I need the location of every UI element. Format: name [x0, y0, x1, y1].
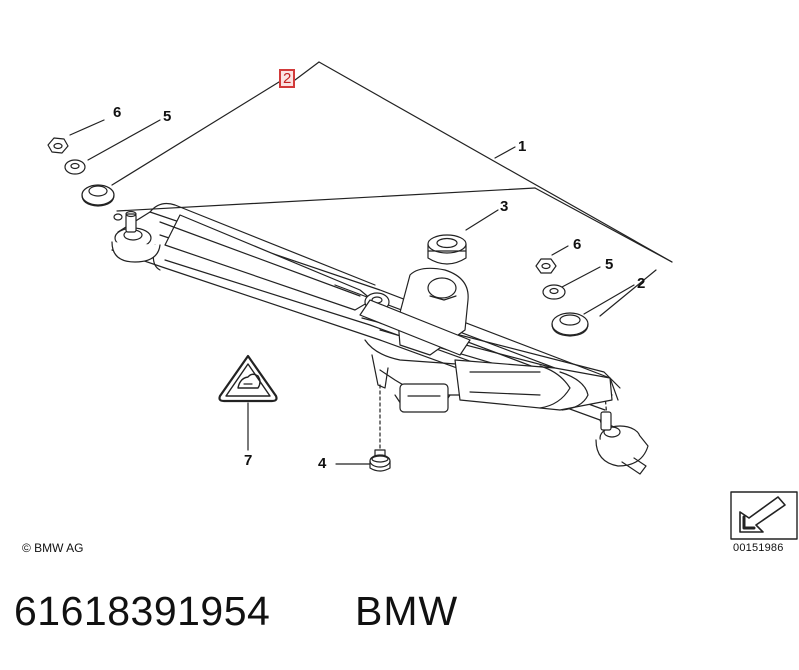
callout-2-right: 2 [637, 275, 646, 292]
washer-left-icon [64, 159, 86, 175]
left-spindle [111, 210, 161, 263]
copyright-text: © BMW AG [22, 541, 84, 555]
grommet-left-icon [81, 184, 115, 207]
part-number: 61618391954 [14, 588, 271, 634]
hex-nut-right-icon [535, 258, 557, 274]
screw-icon [369, 449, 391, 472]
warning-triangle-icon [218, 354, 278, 403]
grommet-right-icon [551, 312, 589, 337]
motor-bracket [359, 267, 481, 413]
leader-lines [69, 61, 673, 465]
brand-name: BMW [355, 588, 459, 634]
callout-6-left: 6 [113, 104, 122, 121]
diagram-reference-number: 00151986 [733, 542, 784, 554]
wiper-motor [454, 359, 613, 411]
right-spindle [595, 411, 649, 475]
callout-5-left: 5 [163, 108, 172, 125]
callout-6-right: 6 [573, 236, 582, 253]
washer-right-icon [542, 284, 566, 300]
hex-nut-left-icon [47, 137, 69, 154]
callout-3: 3 [500, 198, 509, 215]
callout-2-highlighted[interactable]: 2 [279, 69, 296, 88]
direction-arrow-icon [730, 491, 798, 540]
callout-5-right: 5 [605, 256, 614, 273]
rubber-mount-icon [427, 234, 467, 265]
callout-7: 7 [244, 452, 253, 469]
callout-4: 4 [318, 455, 327, 472]
callout-1: 1 [518, 138, 527, 155]
